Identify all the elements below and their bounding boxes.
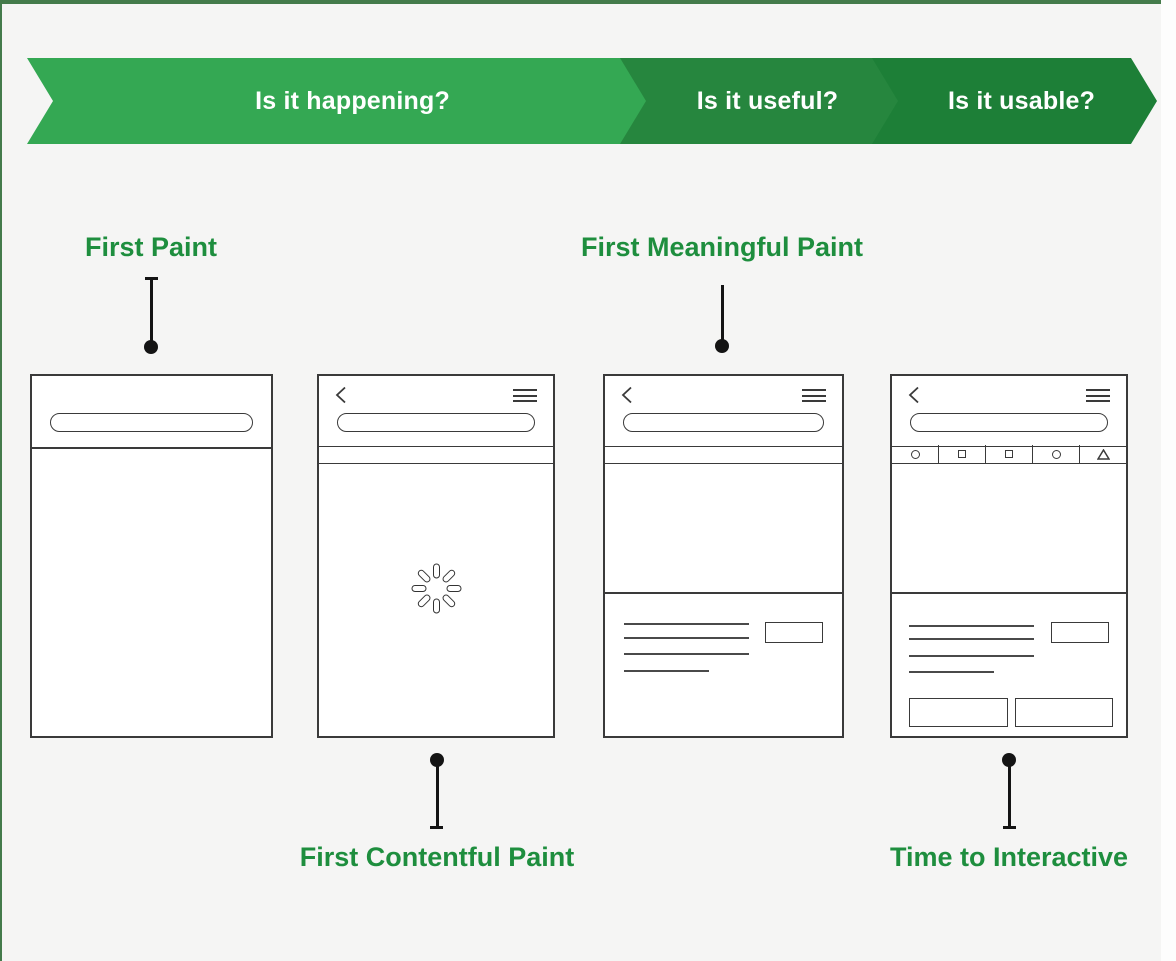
connector-dot	[144, 340, 158, 354]
phone-mockup-first-paint	[30, 374, 273, 738]
menu-icon[interactable]	[1086, 389, 1110, 402]
connector-line	[1008, 760, 1011, 827]
back-icon[interactable]	[335, 386, 347, 404]
text-skeleton-line	[909, 671, 994, 673]
menu-icon[interactable]	[802, 389, 826, 402]
connector-line	[721, 285, 724, 346]
action-button-box[interactable]	[1015, 698, 1113, 727]
action-button-box[interactable]	[909, 698, 1008, 727]
text-skeleton-line	[624, 637, 749, 639]
cta-button-box[interactable]	[1051, 622, 1109, 643]
connector-line	[150, 277, 153, 347]
phone-mockup-time-to-interactive	[890, 374, 1128, 738]
menu-icon[interactable]	[513, 389, 537, 402]
browser-header	[32, 376, 271, 449]
stage-label: Is it useful?	[696, 86, 839, 115]
connector-dot	[715, 339, 729, 353]
cta-button-box[interactable]	[765, 622, 823, 643]
nav-circle-icon	[1051, 449, 1061, 459]
url-bar[interactable]	[910, 413, 1108, 432]
url-bar[interactable]	[50, 413, 253, 432]
hero-placeholder	[892, 464, 1126, 594]
nav-tab[interactable]	[892, 445, 939, 463]
text-skeleton-line	[624, 623, 749, 625]
back-icon[interactable]	[908, 386, 920, 404]
browser-header	[319, 376, 553, 447]
nav-tab[interactable]	[1033, 445, 1080, 463]
browser-header	[605, 376, 842, 447]
toolbar-strip	[605, 445, 842, 464]
toolbar-strip	[319, 445, 553, 464]
frame-right-gutter	[1161, 0, 1176, 961]
connector-tick	[1003, 826, 1016, 829]
metric-label-first-meaningful-paint: First Meaningful Paint	[580, 232, 863, 262]
connector-tick	[430, 826, 443, 829]
metric-label-first-contentful-paint: First Contentful Paint	[299, 842, 575, 872]
stage-chevron-happening: Is it happening?	[27, 58, 656, 144]
back-icon[interactable]	[621, 386, 633, 404]
nav-triangle-icon	[1096, 448, 1110, 460]
url-bar[interactable]	[623, 413, 824, 432]
text-skeleton-line	[909, 625, 1034, 627]
nav-tab[interactable]	[939, 445, 986, 463]
text-skeleton-line	[909, 638, 1034, 640]
nav-tab[interactable]	[986, 445, 1033, 463]
nav-square-icon	[1005, 450, 1013, 458]
connector-line	[436, 760, 439, 827]
phone-mockup-first-contentful-paint	[317, 374, 555, 738]
hero-placeholder	[605, 464, 842, 594]
browser-header	[892, 376, 1126, 447]
stage-chevron-useful: Is it useful?	[620, 58, 901, 144]
text-skeleton-line	[624, 653, 749, 655]
nav-tab[interactable]	[1080, 445, 1126, 463]
text-skeleton-line	[909, 655, 1034, 657]
frame-top-bar	[0, 0, 1176, 4]
stage-chevron-usable: Is it usable?	[872, 58, 1157, 144]
nav-square-icon	[958, 450, 966, 458]
url-bar[interactable]	[337, 413, 535, 432]
phone-mockup-first-meaningful-paint	[603, 374, 844, 738]
metric-label-time-to-interactive: Time to Interactive	[889, 842, 1129, 872]
stage-label: Is it usable?	[947, 86, 1096, 115]
stage-label: Is it happening?	[255, 86, 450, 115]
frame-left-bar	[0, 0, 2, 961]
nav-bar	[892, 445, 1126, 464]
metric-label-first-paint: First Paint	[84, 232, 218, 262]
nav-circle-icon	[910, 449, 920, 459]
text-skeleton-line	[624, 670, 709, 672]
